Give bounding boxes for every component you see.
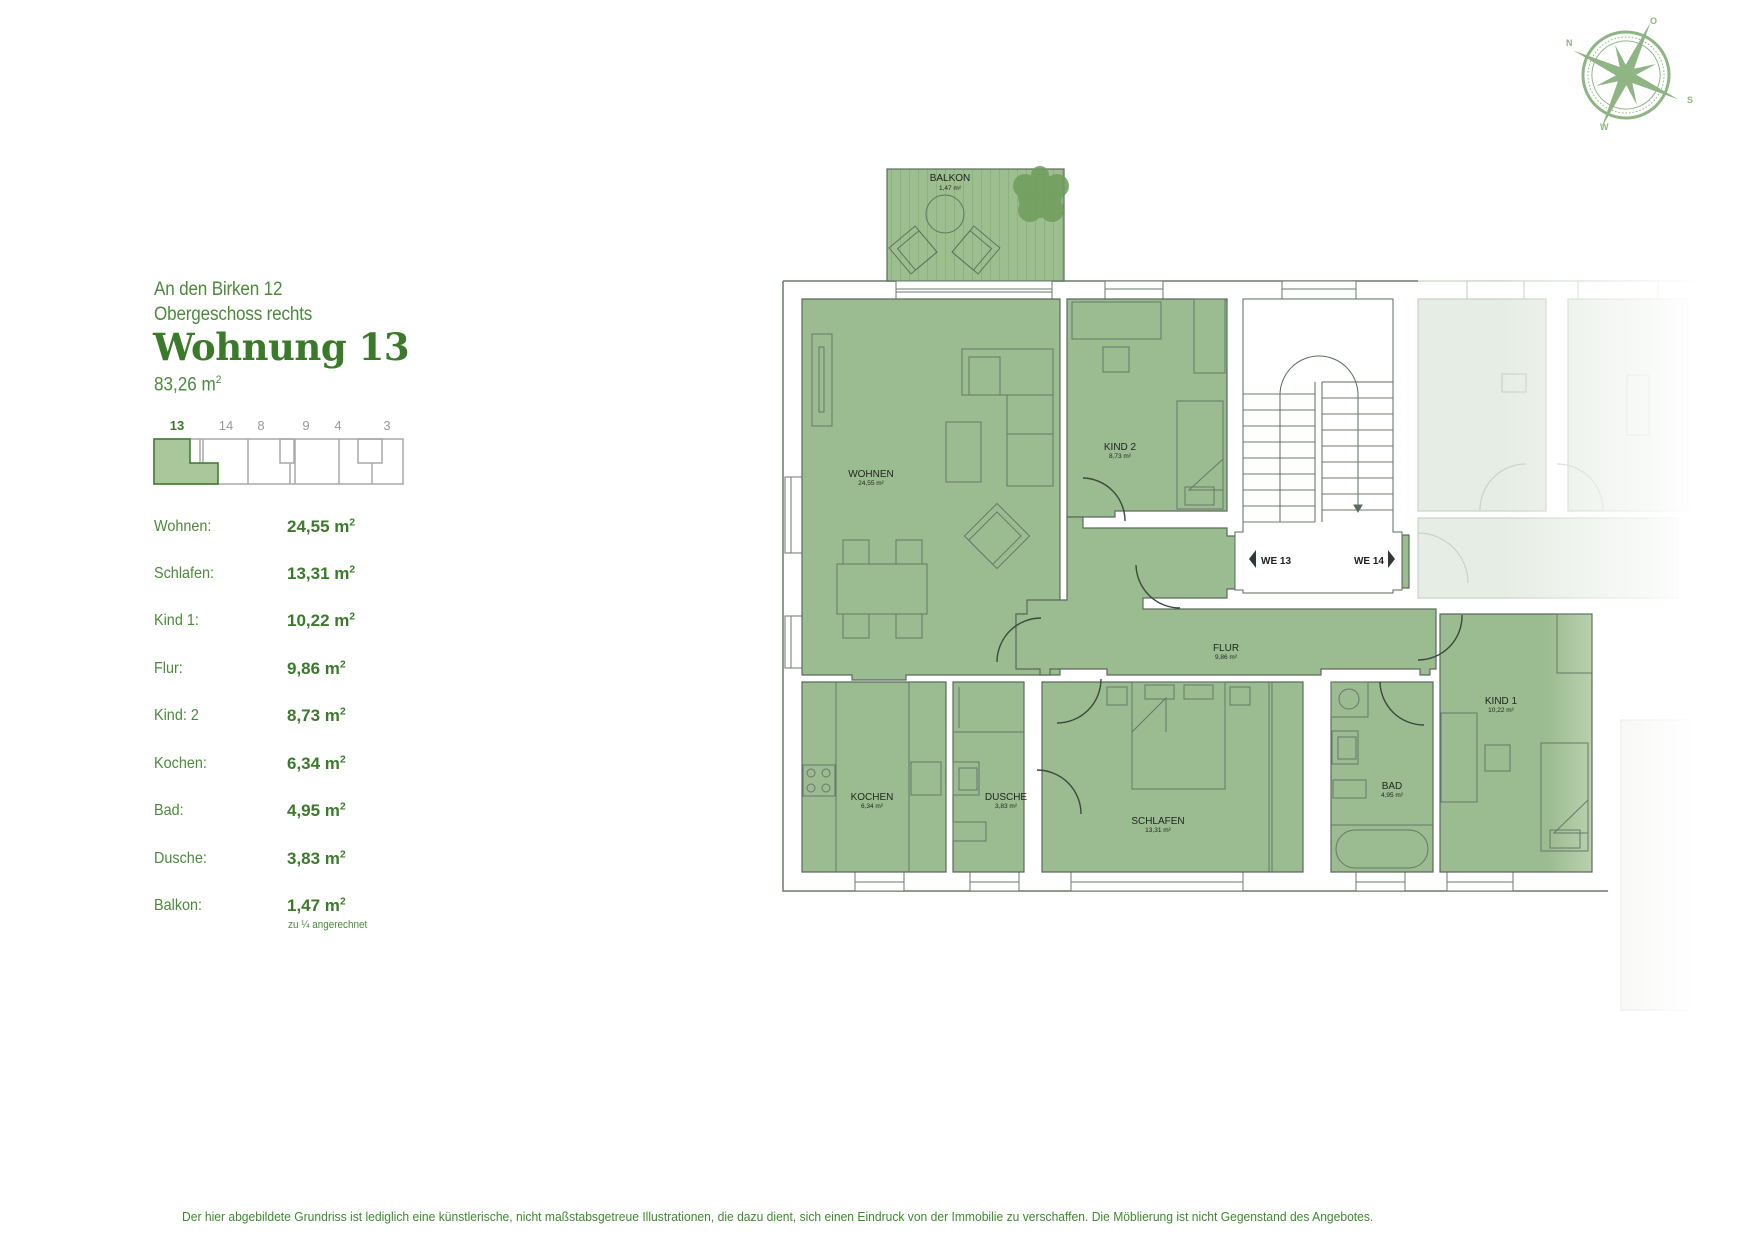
label-dusche: DUSCHE	[985, 792, 1028, 803]
label-kochen: KOCHEN	[851, 792, 894, 803]
area-row-kochen: Kochen:6,34 m2	[154, 754, 346, 773]
room-dusche	[952, 681, 1025, 873]
stair-label-we13: WE 13	[1261, 556, 1291, 567]
stairwell	[1234, 298, 1403, 594]
area-row-bad: Bad:4,95 m2	[154, 801, 346, 820]
room-flur	[1015, 516, 1437, 676]
footer-disclaimer: Der hier abgebildete Grundriss ist ledig…	[182, 1209, 1374, 1224]
minimap-label-4: 4	[334, 418, 342, 433]
minimap-label-9: 9	[302, 418, 310, 433]
tree-icon	[1013, 166, 1069, 222]
compass-label-south: S	[1687, 95, 1693, 105]
svg-text:3,83 m²: 3,83 m²	[995, 803, 1018, 810]
svg-text:24,55 m²: 24,55 m²	[858, 480, 884, 487]
svg-text:9,86 m²: 9,86 m²	[1215, 654, 1238, 661]
svg-text:1,47 m²: 1,47 m²	[939, 185, 962, 192]
area-row-dusche: Dusche:3,83 m2	[154, 849, 346, 868]
room-kind1	[1439, 613, 1593, 873]
label-wohnen: WOHNEN	[848, 469, 894, 480]
page-title: Wohnung 13	[153, 325, 410, 369]
label-schlafen: SCHLAFEN	[1131, 816, 1184, 827]
svg-text:BALKON: BALKON	[930, 173, 971, 184]
address: An den Birken 12	[154, 279, 283, 300]
balcony-note: zu ¼ angerechnet	[288, 919, 368, 931]
stair-label-we14: WE 14	[1354, 556, 1384, 567]
room-bad	[1330, 681, 1434, 873]
area-row-balkon: Balkon:1,47 m2 zu ¼ angerechnet	[154, 896, 368, 931]
label-flur: FLUR	[1213, 643, 1239, 654]
unit-minimap: 13 14 8 9 4 3	[150, 418, 410, 488]
compass-label-west: W	[1600, 122, 1609, 132]
landing-strip-right	[1401, 534, 1410, 589]
windows	[784, 280, 1514, 892]
compass-rose-icon	[1573, 22, 1679, 128]
compass-label-north: N	[1566, 38, 1573, 48]
balcony: BALKON 1,47 m²	[886, 166, 1069, 282]
label-kind2: KIND 2	[1104, 442, 1137, 453]
label-bad: BAD	[1382, 781, 1403, 792]
label-kind1: KIND 1	[1485, 696, 1518, 707]
svg-text:6,34 m²: 6,34 m²	[861, 803, 884, 810]
compass-label-east: O	[1650, 16, 1657, 26]
area-row-flur: Flur:9,86 m2	[154, 659, 346, 678]
minimap-diagram	[153, 438, 404, 485]
minimap-label-13: 13	[169, 418, 185, 433]
minimap-label-14: 14	[218, 418, 234, 433]
svg-text:4,95 m²: 4,95 m²	[1381, 792, 1404, 799]
furniture	[802, 298, 1593, 872]
arrow-left-icon	[1249, 550, 1256, 568]
stair-arrow-icon	[1353, 504, 1363, 514]
total-area: 83,26 m2	[154, 374, 222, 396]
room-kind2	[1066, 298, 1228, 518]
svg-text:13,31 m²: 13,31 m²	[1145, 827, 1171, 834]
area-row-schlafen: Schlafen:13,31 m2	[154, 564, 356, 583]
floor-location: Obergeschoss rechts	[154, 304, 313, 325]
area-row-wohnen: Wohnen:24,55 m2	[154, 517, 356, 536]
svg-text:8,73 m²: 8,73 m²	[1109, 453, 1132, 460]
arrow-right-icon	[1388, 550, 1395, 568]
minimap-label-8: 8	[257, 418, 265, 433]
area-row-kind1: Kind 1:10,22 m2	[154, 611, 356, 630]
minimap-unit-13-highlight	[153, 438, 219, 485]
room-kochen	[801, 681, 947, 873]
room-schlafen	[1041, 681, 1304, 873]
svg-text:10,22 m²: 10,22 m²	[1488, 707, 1514, 714]
doors	[996, 477, 1463, 815]
minimap-label-3: 3	[383, 418, 391, 433]
